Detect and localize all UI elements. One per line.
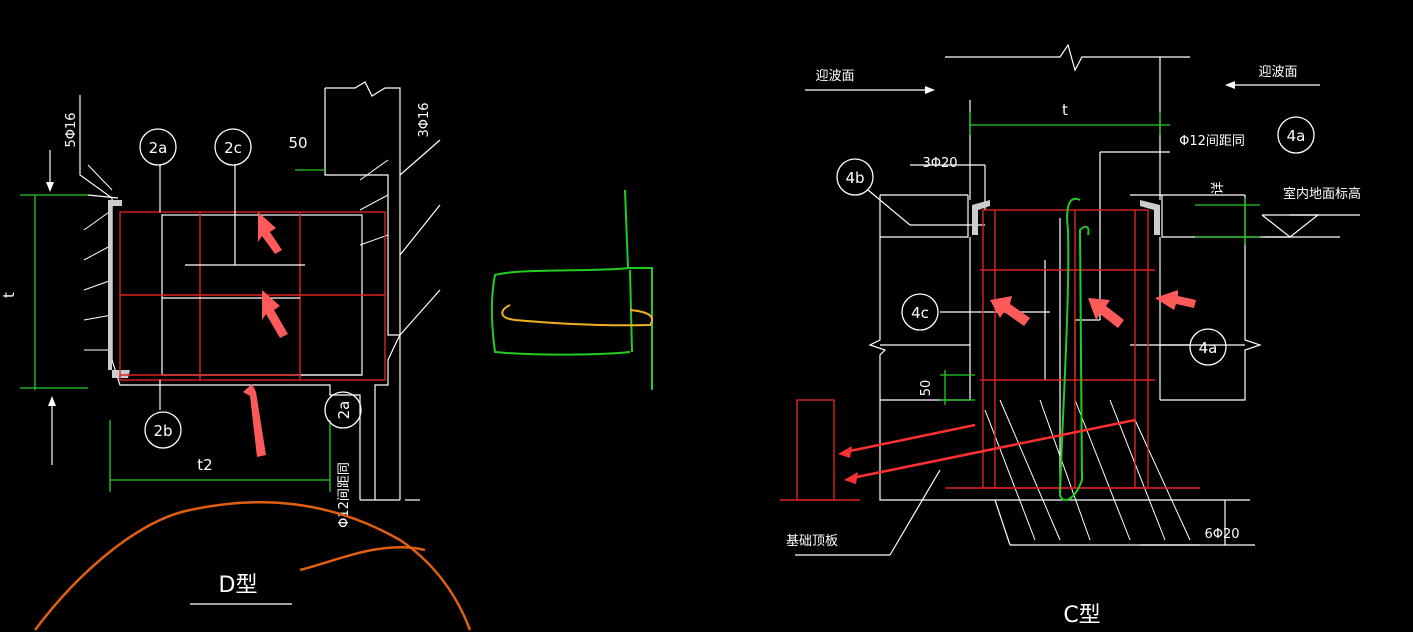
c-fillet-right [1140, 200, 1160, 235]
diagram-c: 4a 4b 4c 4a 迎波面 迎波面 t Φ12间距同 3Φ20 室内地面标高… [780, 43, 1361, 628]
d-arrowhead-bottom [48, 396, 56, 406]
c-label-6phi20: 6Φ20 [1204, 527, 1239, 542]
c-label-floor-level: 室内地面标高 [1283, 186, 1361, 202]
d-label-t: t [0, 292, 18, 298]
d-annotation-arrows [243, 212, 288, 457]
svg-text:2a: 2a [149, 139, 168, 157]
d-callout-2c: 2c [214, 128, 252, 166]
d-outline [79, 81, 441, 501]
svg-text:2a: 2a [335, 401, 353, 420]
d-arrowhead-top [46, 182, 54, 192]
c-label-spacing: Φ12间距同 [1179, 134, 1245, 149]
d-hatch-left [83, 159, 389, 351]
c-long-red-arrows [838, 418, 1136, 484]
c-label-50: 50 [919, 380, 934, 397]
d-label-t2: t2 [197, 456, 212, 474]
c-callout-4b: 4b [836, 158, 874, 196]
c-label-base-slab: 基础顶板 [786, 534, 838, 549]
diagram-d: 2a 2c 2b 2a 5Φ16 3Φ16 50 t t2 Φ12间距同 D型 [0, 81, 472, 631]
d-red-arrow-2 [262, 290, 288, 338]
d-title: D型 [219, 573, 258, 598]
d-red-arrow-3 [243, 384, 266, 457]
c-annotation-arrows [990, 290, 1196, 328]
c-label-t: t [1062, 101, 1068, 119]
d-callout-2b: 2b [144, 411, 182, 449]
c-label-elev-note: 详 [1211, 181, 1226, 194]
svg-text:2c: 2c [224, 139, 242, 157]
d-callout-2a: 2a [139, 128, 177, 166]
d-red-arrow-1 [258, 212, 282, 254]
c-red-arrow-1 [990, 296, 1030, 326]
d-label-5phi16: 5Φ16 [64, 112, 79, 147]
c-callout-4a-top: 4a [1277, 116, 1315, 154]
c-red-arrow-3 [1155, 290, 1196, 310]
c-label-3phi20: 3Φ20 [922, 156, 957, 171]
d-dimensions [20, 169, 331, 492]
c-hatch [984, 399, 1191, 541]
c-title: C型 [1063, 603, 1100, 628]
c-callout-4a-mid: 4a [1189, 328, 1227, 366]
c-red-arrow-2 [1088, 298, 1124, 328]
c-label-upstream-left: 迎波面 [815, 69, 854, 84]
middle-sketch [490, 189, 654, 390]
svg-text:4b: 4b [845, 169, 864, 187]
c-outline [795, 43, 1360, 556]
c-green-sketch [1058, 197, 1090, 501]
d-label-spacing: Φ12间距同 [337, 462, 352, 528]
d-orange-sketch-2 [299, 546, 426, 572]
d-label-3phi16: 3Φ16 [417, 102, 432, 137]
d-orange-sketch [34, 500, 472, 631]
svg-text:4a: 4a [1287, 127, 1306, 145]
svg-text:2b: 2b [153, 422, 172, 440]
d-label-50: 50 [288, 134, 307, 152]
svg-text:4c: 4c [911, 304, 929, 322]
c-callout-4c: 4c [901, 293, 939, 331]
svg-text:4a: 4a [1199, 339, 1218, 357]
c-label-upstream-right: 迎波面 [1258, 65, 1297, 80]
d-rebar [119, 211, 386, 381]
c-rebar [780, 209, 1200, 501]
c-dimensions [940, 112, 1260, 405]
d-callout-2a-lower: 2a [324, 391, 362, 429]
c-fillet-left [972, 200, 990, 235]
